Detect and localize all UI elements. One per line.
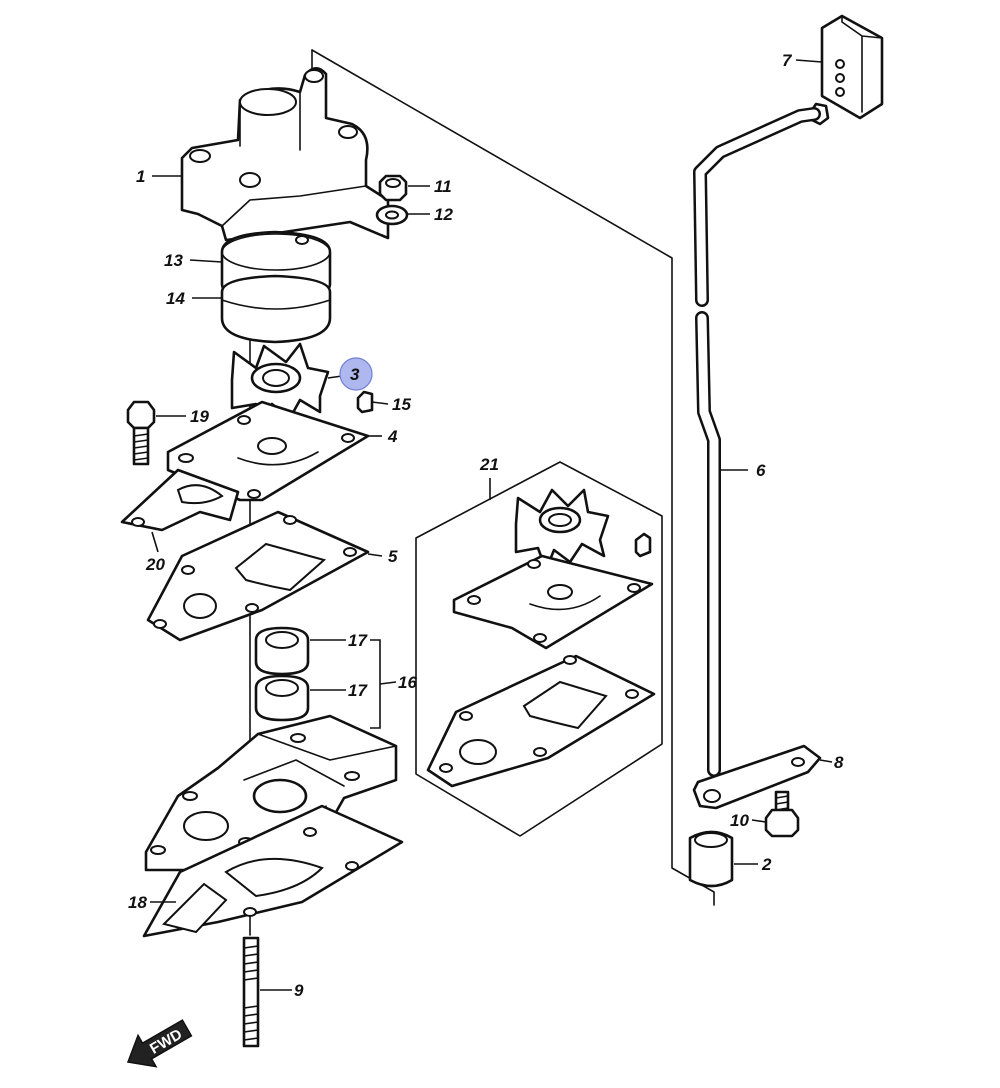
callout-4[interactable]: 4 — [387, 427, 398, 446]
callout-16[interactable]: 16 — [398, 673, 417, 692]
oil-seal-lower — [254, 674, 310, 722]
forward-direction-arrow: FWD — [126, 1019, 193, 1068]
plate-gasket — [120, 468, 240, 532]
callout-12[interactable]: 12 — [434, 205, 453, 224]
callout-15[interactable]: 15 — [392, 395, 411, 414]
seal-housing — [144, 714, 398, 872]
callout-9[interactable]: 9 — [294, 981, 304, 1000]
housing-gasket — [142, 804, 404, 938]
repair-kit-panel — [415, 461, 663, 837]
callout-labels: 1 2 3 4 5 6 7 8 9 10 11 12 13 14 15 16 1… — [128, 51, 844, 1000]
callout-2[interactable]: 2 — [761, 855, 772, 874]
callout-5[interactable]: 5 — [388, 547, 398, 566]
callout-7[interactable]: 7 — [782, 51, 793, 70]
oil-seal-upper — [254, 626, 310, 676]
bolt — [126, 400, 156, 466]
callout-17-upper[interactable]: 17 — [348, 631, 368, 650]
callout-14[interactable]: 14 — [166, 289, 185, 308]
pump-case-insert — [220, 274, 332, 344]
tube-grommet — [688, 830, 734, 888]
pump-case — [180, 66, 390, 242]
nut — [378, 174, 408, 202]
callout-13[interactable]: 13 — [164, 251, 183, 270]
selected-part-marker[interactable] — [339, 357, 373, 391]
seal-kit-bracket — [370, 639, 381, 729]
callout-6[interactable]: 6 — [756, 461, 766, 480]
grommet-block — [820, 14, 884, 120]
callout-10[interactable]: 10 — [730, 811, 749, 830]
callout-21[interactable]: 21 — [479, 455, 499, 474]
callout-20[interactable]: 20 — [145, 555, 165, 574]
callout-19[interactable]: 19 — [190, 407, 209, 426]
callout-18[interactable]: 18 — [128, 893, 147, 912]
water-tube — [693, 102, 830, 777]
callout-17-lower[interactable]: 17 — [348, 681, 368, 700]
impeller-key — [356, 390, 374, 414]
washer — [375, 204, 409, 226]
callout-1[interactable]: 1 — [136, 167, 145, 186]
pump-plate — [166, 400, 370, 502]
clip-bolt — [764, 790, 800, 838]
callout-11[interactable]: 11 — [434, 177, 452, 196]
leader-lines — [150, 59, 833, 991]
pump-gasket — [146, 510, 370, 642]
tube-clip — [692, 744, 822, 810]
stud-bolt — [242, 936, 260, 1048]
callout-3[interactable]: 3 — [350, 365, 360, 384]
callout-8[interactable]: 8 — [834, 753, 844, 772]
impeller — [230, 342, 330, 428]
